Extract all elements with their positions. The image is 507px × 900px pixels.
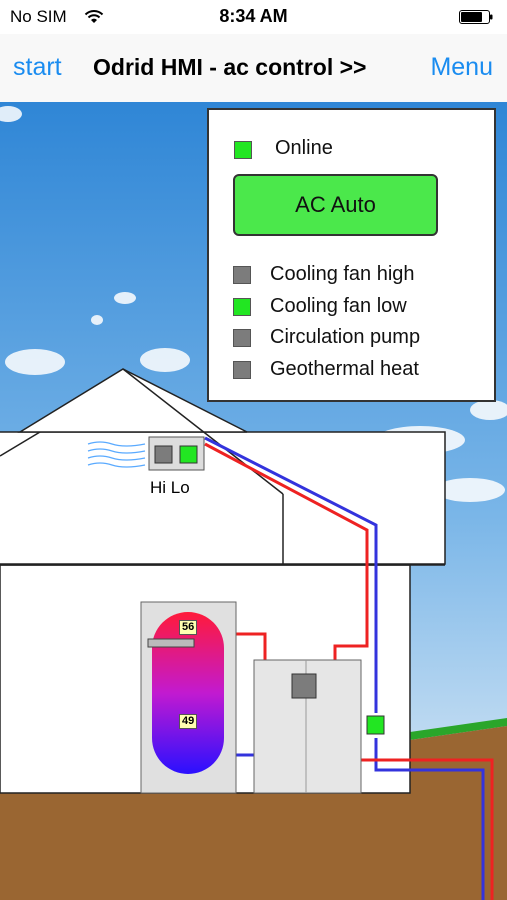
circulation-pump-indicator-panel [233, 329, 251, 347]
clock: 8:34 AM [219, 6, 288, 26]
geothermal-heat-indicator [233, 361, 251, 379]
battery-icon [459, 10, 493, 24]
air-vent-lines [87, 441, 146, 468]
page-title[interactable]: Odrid HMI - ac control >> [93, 54, 367, 80]
cooling-fan-high-indicator [233, 266, 251, 284]
geothermal-valve-indicator [366, 715, 385, 735]
cooling-fan-low-label: Cooling fan low [270, 295, 407, 317]
navigation-bar: start Odrid HMI - ac control >> Menu [0, 34, 507, 103]
hot-water-tank [152, 612, 224, 774]
fan-unit-label: Hi Lo [150, 478, 190, 497]
online-indicator [234, 141, 252, 159]
ground [0, 792, 507, 900]
carrier-label: No SIM [10, 7, 67, 26]
grass [410, 718, 507, 740]
control-panel: Online AC Auto Cooling fan high Cooling … [207, 108, 496, 402]
ac-auto-button[interactable]: AC Auto [233, 174, 438, 236]
tank-temp-bottom: 49 [179, 714, 198, 729]
start-button[interactable]: start [13, 53, 62, 81]
heating-coil [147, 638, 195, 648]
fan-low-indicator [179, 445, 198, 464]
geothermal-heat-label: Geothermal heat [270, 358, 419, 380]
wifi-icon [84, 10, 104, 23]
circulation-pump-indicator [291, 673, 317, 699]
cooling-fan-high-label: Cooling fan high [270, 263, 415, 285]
circulation-pump-label: Circulation pump [270, 326, 421, 348]
status-bar: No SIM 8:34 AM [0, 0, 507, 34]
tank-temp-top: 56 [179, 620, 198, 635]
fan-high-indicator [154, 445, 173, 464]
cooling-fan-low-indicator [233, 298, 251, 316]
online-label: Online [275, 137, 333, 159]
menu-button[interactable]: Menu [430, 53, 493, 81]
